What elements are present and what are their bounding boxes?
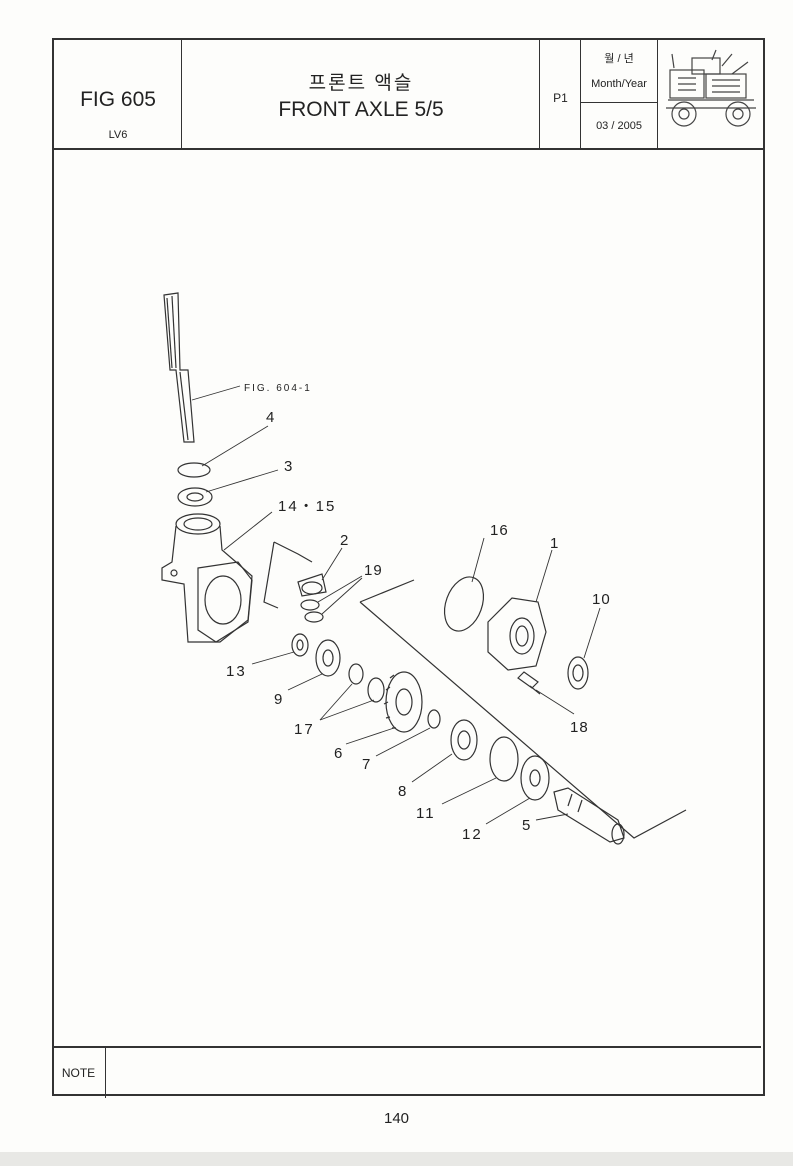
leader-19a — [317, 575, 363, 603]
callout-9: 9 — [274, 691, 282, 708]
catalog-sheet: FIG 605 LV6 프론트 액슬 FRONT AXLE 5/5 P1 월 /… — [52, 38, 765, 1096]
callout-2: 2 — [340, 532, 348, 549]
note-section: NOTE — [52, 1046, 761, 1098]
callout-6: 6 — [334, 745, 342, 762]
oil-seal-10 — [567, 656, 589, 690]
knuckle-housing-14-15 — [161, 513, 253, 643]
callout-1: 1 — [550, 535, 558, 552]
figure-number: FIG 605 — [80, 88, 156, 111]
leader-14-15 — [223, 511, 273, 551]
axle-shaft-part — [163, 292, 195, 443]
bearing-8 — [450, 719, 478, 761]
date-divider — [581, 102, 657, 103]
callout-13: 13 — [226, 663, 247, 680]
callout-19: 19 — [364, 562, 383, 579]
spacer-7 — [427, 709, 441, 729]
callout-17: 17 — [294, 721, 315, 738]
note-text — [107, 1048, 757, 1096]
callout-16: 16 — [490, 522, 509, 539]
callout-8: 8 — [398, 783, 406, 800]
o-ring-16 — [443, 576, 485, 632]
figure-cell: FIG 605 LV6 — [54, 40, 182, 148]
callout-14-15: 14・15 — [278, 498, 336, 515]
circlip-19a — [300, 599, 320, 611]
callout-5: 5 — [522, 817, 530, 834]
bearing-9 — [315, 639, 341, 677]
title-cell: 프론트 액슬 FRONT AXLE 5/5 — [182, 40, 540, 148]
machine-thumbnail-cell — [658, 40, 763, 148]
bolt-18 — [517, 671, 541, 695]
circlip-19b — [304, 611, 324, 623]
assembly-line-a — [263, 541, 313, 609]
page-cell: P1 — [540, 40, 581, 148]
exploded-parts-drawing: FIG. 604-1 4 3 14・15 2 19 16 1 10 13 9 1… — [161, 292, 687, 845]
leader-1 — [535, 549, 553, 603]
leader-10 — [583, 607, 601, 659]
model-label: LV6 — [108, 129, 128, 141]
title-block: FIG 605 LV6 프론트 액슬 FRONT AXLE 5/5 P1 월 /… — [54, 40, 763, 150]
leader-7 — [375, 727, 431, 757]
leader-17a — [319, 683, 353, 721]
date-value: 03 / 2005 — [596, 120, 642, 132]
date-label-english: Month/Year — [591, 78, 647, 90]
tractor-thumbnail-image — [666, 49, 756, 127]
shim-11 — [489, 736, 519, 782]
washer-13 — [291, 633, 309, 657]
leader-11 — [441, 777, 497, 805]
callout-12: 12 — [462, 826, 483, 843]
date-cell: 월 / 년 Month/Year 03 / 2005 — [581, 40, 658, 148]
callout-4: 4 — [266, 409, 274, 426]
callout-11: 11 — [416, 805, 436, 822]
callout-3: 3 — [284, 458, 292, 475]
axle-shaft-5 — [553, 787, 625, 845]
callout-10: 10 — [592, 591, 611, 608]
page-number: 140 — [383, 1110, 410, 1127]
assembly-line-b — [359, 579, 687, 839]
washer-12 — [520, 755, 550, 801]
leader-3 — [205, 469, 279, 493]
bearing-3 — [177, 487, 213, 507]
leader-2 — [321, 547, 343, 581]
leader-12 — [485, 797, 531, 825]
note-label: NOTE — [52, 1048, 106, 1098]
leader-4 — [201, 425, 269, 467]
leader-18 — [535, 689, 575, 715]
title-english: FRONT AXLE 5/5 — [278, 98, 444, 121]
leader-fig604 — [191, 385, 241, 401]
leader-19b — [321, 577, 363, 615]
page-label: P1 — [553, 91, 568, 105]
title-korean: 프론트 액슬 — [308, 73, 414, 94]
circlip-17a — [348, 663, 364, 685]
leader-9 — [287, 673, 323, 691]
scan-edge — [0, 1152, 793, 1166]
leader-17b — [319, 699, 375, 721]
leader-6 — [345, 727, 395, 745]
pinion-gear-2 — [297, 573, 327, 597]
leader-13 — [251, 651, 295, 665]
axle-cover-1 — [487, 597, 547, 671]
fig-reference-label: FIG. 604-1 — [244, 383, 312, 394]
callout-7: 7 — [362, 756, 370, 773]
leader-5 — [535, 813, 569, 821]
snap-ring-4 — [177, 462, 211, 478]
callout-18: 18 — [570, 719, 589, 736]
bevel-gear-6 — [383, 671, 423, 733]
circlip-17b — [367, 677, 385, 703]
leader-16 — [471, 537, 485, 583]
date-label-korean: 월 / 년 — [604, 53, 634, 65]
leader-8 — [411, 753, 453, 783]
